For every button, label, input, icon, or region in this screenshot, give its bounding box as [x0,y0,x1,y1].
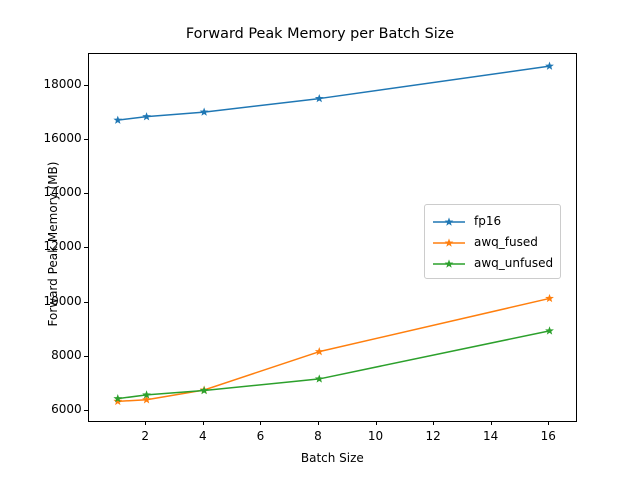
data-point-marker [199,385,209,395]
x-tick-mark [548,421,550,426]
legend-swatch-icon [432,256,466,270]
series-awq_fused [113,293,554,406]
legend-label: fp16 [474,213,502,228]
x-tick-mark [145,421,147,426]
legend-swatch-icon [432,235,466,249]
data-point-marker [544,326,554,335]
x-tick-mark [375,421,377,426]
y-tick-mark [84,355,88,357]
chart-title: Forward Peak Memory per Batch Size [185,26,455,42]
data-point-marker [113,394,122,403]
x-tick-label: 14 [483,428,499,443]
legend-item-awq_unfused: awq_unfused [432,252,553,273]
x-tick-label: 12 [425,428,441,443]
data-point-marker [141,112,151,121]
x-tick-label: 16 [540,428,556,443]
y-tick-mark [84,409,88,411]
data-point-marker [141,390,151,399]
x-tick-mark [202,421,204,426]
x-tick-label: 10 [367,428,384,443]
series-line [116,297,550,403]
legend-label: awq_unfused [474,255,554,270]
y-tick-label: 10000 [43,293,82,308]
y-tick-label: 14000 [43,185,82,200]
data-point-marker [314,347,324,356]
x-tick-label: 8 [314,428,322,443]
y-tick-mark [84,139,88,141]
y-tick-label: 18000 [43,77,82,92]
y-tick-label: 6000 [51,401,82,416]
y-tick-label: 16000 [43,131,82,146]
y-tick-mark [84,85,88,87]
x-tick-label: 6 [256,428,265,443]
y-tick-mark [84,247,88,249]
x-tick-label: 2 [141,428,150,443]
data-point-marker [113,396,122,406]
series-line [116,65,550,121]
legend-item-fp16: fp16 [432,210,553,231]
y-tick-mark [84,301,88,303]
x-tick-mark [490,421,492,426]
legend-label: awq_fused [474,234,538,249]
data-point-marker [544,61,554,70]
series-fp16 [113,61,554,124]
data-point-marker [113,115,122,124]
data-point-marker [314,374,324,383]
x-tick-mark [433,421,435,426]
x-tick-mark [317,421,319,426]
data-point-marker [141,395,151,404]
x-axis-label: Batch Size [300,451,364,465]
series-canvas [113,61,554,406]
legend-item-awq_fused: awq_fused [432,231,553,252]
y-tick-mark [84,193,88,195]
legend-swatch-icon [432,214,466,228]
series-line [116,330,550,400]
x-tick-mark [260,421,262,426]
x-tick-label: 4 [199,428,207,443]
data-point-marker [199,107,209,116]
data-point-marker [314,93,324,103]
series-awq_unfused [113,326,554,403]
y-tick-label: 8000 [51,347,82,362]
y-tick-label: 12000 [43,239,82,254]
legend: fp16 awq_fused awq_unfused [424,204,562,279]
data-point-marker [544,293,554,303]
